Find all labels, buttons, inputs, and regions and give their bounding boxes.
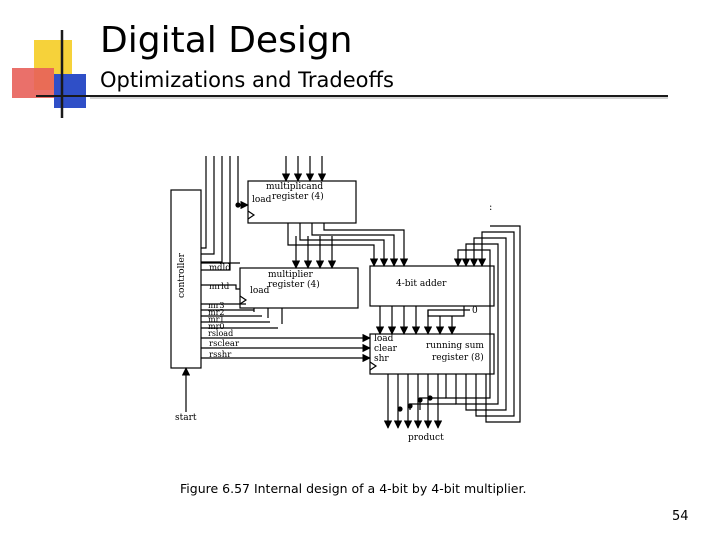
figure-caption: Figure 6.57 Internal design of a 4-bit b… [180,481,527,496]
blue-square [54,74,86,108]
running-sum-sublabel: register (8) [432,352,484,363]
carry-in-label: 0 [472,306,478,316]
multiplicand-sublabel: register (4) [272,191,324,202]
adder-block [369,265,495,307]
junction-dot [427,395,433,401]
multiplier-clock-icon [239,295,248,305]
signal-rsload: rsload [208,329,233,338]
running-sum-shr-label: shr [374,354,389,364]
signal-rsshr: rsshr [209,350,232,360]
ellipsis-mark: : [489,202,492,213]
multiplicand-label: multiplicand [266,182,323,192]
multiplier-label: multiplier [268,270,314,280]
signal-mr2: mr2 [208,308,225,317]
adder-label: 4-bit adder [396,279,447,289]
running-sum-load-label: load [374,334,394,344]
junction-dot [407,403,413,409]
signal-mr1: mr1 [208,315,225,324]
junction-dot [417,397,423,403]
multiplicand-clock-icon [247,210,256,220]
product-label: product [408,433,444,443]
slide-subtitle: Optimizations and Tradeoffs [100,68,394,92]
running-sum-clock-icon [369,361,378,371]
signal-mdld: mdld [209,263,231,273]
multiplier-sublabel: register (4) [268,279,320,290]
signal-mrld: mrld [209,282,230,292]
start-label: start [175,413,197,423]
multiplicand-load-label: load [252,195,272,205]
controller-label: controller [177,252,187,298]
red-square [12,68,54,98]
page-number: 54 [672,509,689,524]
signal-mr0: mr0 [208,322,225,331]
running-sum-clear-label: clear [374,344,398,354]
running-sum-label: running sum [426,341,484,351]
signal-mr3: mr3 [208,301,225,310]
signal-rsclear: rsclear [209,339,240,349]
multiplier-load-label: load [250,286,270,296]
junction-dot [397,406,403,412]
slide-title: Digital Design [100,20,353,61]
